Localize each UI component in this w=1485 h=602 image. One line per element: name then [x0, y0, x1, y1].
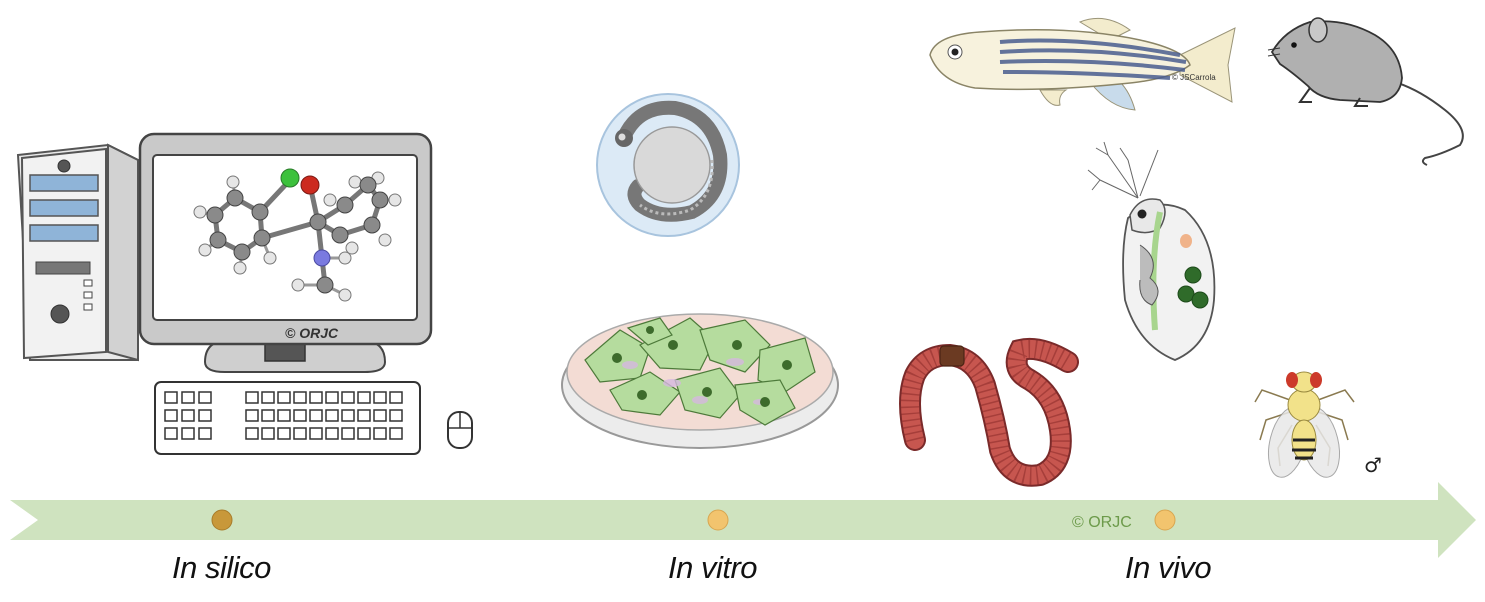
monitor-copyright: © ORJC	[285, 325, 339, 341]
petri-dish-icon	[561, 313, 839, 449]
daphnia-icon	[1087, 141, 1216, 361]
stage-label-in-vitro: In vitro	[668, 550, 758, 585]
timeline-arrow	[10, 482, 1476, 558]
fish-credit: © JSCarrola	[1172, 73, 1216, 82]
stage-dot-in-vivo	[1154, 509, 1176, 531]
embryo-icon	[596, 93, 740, 237]
rat-icon	[1267, 17, 1464, 166]
keyboard-icon	[154, 381, 421, 455]
zebrafish-icon: © JSCarrola	[929, 17, 1236, 111]
stage-label-in-silico: In silico	[172, 550, 271, 585]
stage-label-in-vivo: In vivo	[1125, 550, 1212, 585]
earthworm-icon	[899, 337, 1079, 487]
computer-tower-icon	[16, 143, 139, 362]
stage-dot-in-silico	[211, 509, 233, 531]
mouse-icon	[447, 411, 473, 449]
fly-sex-symbol: ♂	[1364, 453, 1382, 477]
stage-dot-in-vitro	[707, 509, 729, 531]
arrow-copyright: © ORJC	[1072, 514, 1132, 531]
molecule-icon	[193, 168, 402, 302]
fruit-fly-icon: ♂	[1254, 371, 1382, 478]
